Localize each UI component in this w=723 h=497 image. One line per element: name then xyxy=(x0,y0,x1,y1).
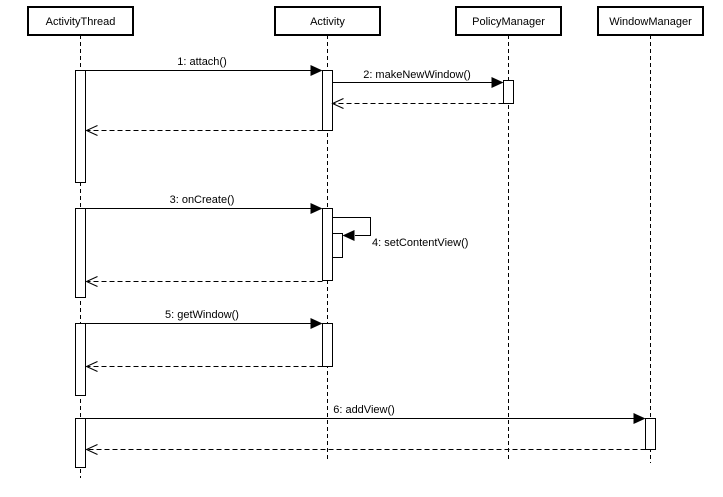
activation-policy-manager-1 xyxy=(503,80,514,104)
return-activity-to-activity-thread-3 xyxy=(85,361,323,372)
activation-activity-3 xyxy=(322,323,333,367)
message-1-attach: 1: attach() xyxy=(85,56,323,76)
arrowhead-icon xyxy=(310,318,323,329)
actor-label-activity-thread: ActivityThread xyxy=(46,16,116,28)
activation-activity-thread-4 xyxy=(75,418,86,468)
activation-activity-thread-3 xyxy=(75,323,86,396)
actor-policy-manager: PolicyManager xyxy=(455,6,562,36)
activation-activity-thread-1 xyxy=(75,70,86,183)
arrowhead-icon xyxy=(491,77,504,88)
return-arrowhead-icon xyxy=(85,276,98,287)
activation-window-manager-1 xyxy=(645,418,656,450)
message-label: 2: makeNewWindow() xyxy=(363,69,471,81)
arrowhead-icon xyxy=(633,413,646,424)
message-4-set-content-view: 4: setContentView() xyxy=(332,217,468,249)
return-policy-manager-to-activity xyxy=(331,98,504,109)
message-6-add-view: 6: addView() xyxy=(85,404,646,424)
message-3-on-create: 3: onCreate() xyxy=(85,194,323,214)
actor-label-window-manager: WindowManager xyxy=(609,16,692,28)
arrowhead-icon xyxy=(342,230,355,241)
actor-activity-thread: ActivityThread xyxy=(27,6,134,36)
actor-label-activity: Activity xyxy=(310,16,345,28)
message-label: 6: addView() xyxy=(333,404,395,416)
return-arrowhead-icon xyxy=(85,444,98,455)
message-5-get-window: 5: getWindow() xyxy=(85,309,323,329)
actor-label-policy-manager: PolicyManager xyxy=(472,16,545,28)
activation-activity-1 xyxy=(322,70,333,131)
return-window-manager-to-activity-thread xyxy=(85,444,646,455)
message-label: 5: getWindow() xyxy=(165,309,239,321)
actor-box-window-manager xyxy=(597,6,704,36)
message-label: 3: onCreate() xyxy=(170,194,235,206)
message-label: 4: setContentView() xyxy=(372,237,468,249)
activation-activity-thread-2 xyxy=(75,208,86,298)
return-arrowhead-icon xyxy=(85,361,98,372)
actor-box-policy-manager xyxy=(455,6,562,36)
activation-activity-2 xyxy=(322,208,333,281)
arrowhead-icon xyxy=(310,65,323,76)
actor-box-activity-thread xyxy=(27,6,134,36)
return-activity-to-activity-thread-2 xyxy=(85,276,323,287)
actor-box-activity xyxy=(274,6,381,36)
return-activity-to-activity-thread-1 xyxy=(85,125,323,136)
self-message-line xyxy=(332,217,371,236)
return-arrowhead-icon xyxy=(331,98,344,109)
message-label: 1: attach() xyxy=(177,56,227,68)
actor-activity: Activity xyxy=(274,6,381,36)
message-2-make-new-window: 2: makeNewWindow() xyxy=(332,69,504,88)
actor-window-manager: WindowManager xyxy=(597,6,704,36)
return-arrowhead-icon xyxy=(85,125,98,136)
activation-activity-self-call xyxy=(332,233,343,258)
arrowhead-icon xyxy=(310,203,323,214)
